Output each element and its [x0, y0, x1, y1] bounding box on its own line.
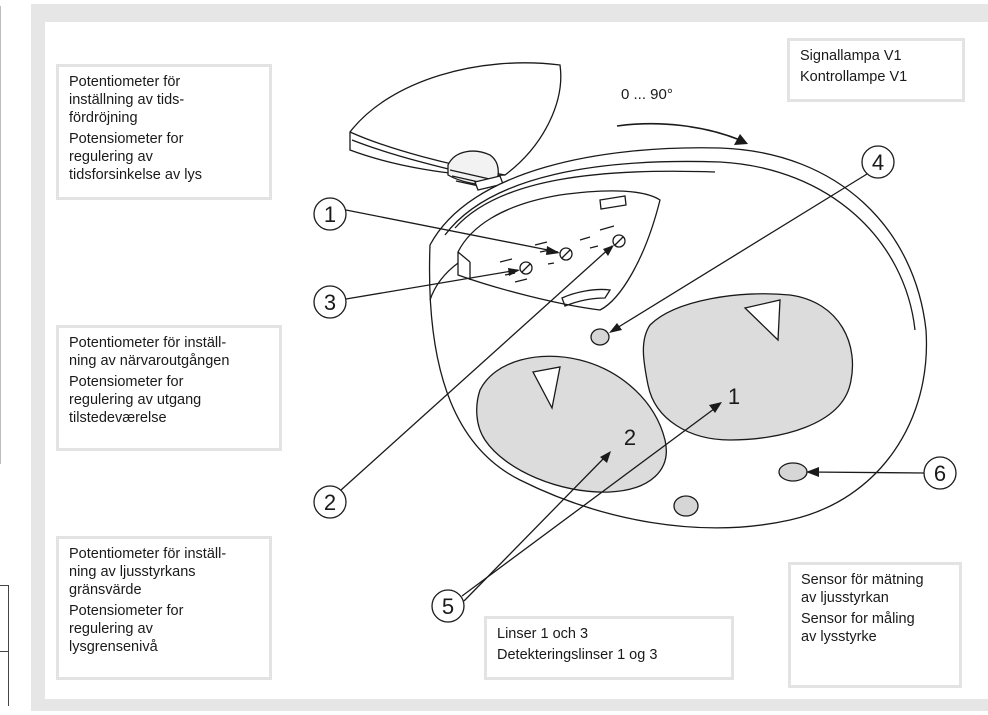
- callout-4: 4: [872, 150, 884, 175]
- lens-number-1: 1: [728, 384, 740, 409]
- label-presence-sv: Potentiometer för inställ- ning av närva…: [69, 335, 230, 369]
- pot-slot: [561, 288, 612, 307]
- page-margin-table-rule: [0, 651, 8, 652]
- leader-3: [345, 269, 519, 300]
- label-delay-no: Potensiometer for regulering av tidsfors…: [69, 131, 202, 183]
- leader-1: [345, 209, 559, 253]
- pot-delay: [559, 247, 573, 261]
- lens-number-2: 2: [624, 425, 636, 450]
- callout-3: 3: [324, 290, 336, 315]
- callout-circle-3: [313, 285, 347, 319]
- dome-rim-2: [454, 170, 716, 229]
- leader-5b: [463, 455, 607, 602]
- lens-2-reflection: [532, 366, 561, 410]
- label-delay-sv: Potentiometer för inställning av tids- f…: [69, 74, 185, 126]
- label-light-potentiometer: Potentiometer för inställ- ning av ljuss…: [56, 536, 272, 680]
- callout-6: 6: [934, 461, 946, 486]
- label-lamp-sv: Signallampa V1: [800, 48, 902, 64]
- callout-circle-4: [861, 145, 895, 179]
- pot-light: [612, 234, 626, 248]
- pot-presence: [519, 261, 533, 275]
- cover-lens-bump: [447, 150, 499, 186]
- label-light-no: Potensiometer for regulering av lysgrens…: [69, 603, 184, 655]
- label-presence-potentiometer: Potentiometer för inställ- ning av närva…: [56, 325, 282, 451]
- label-sensor-sv: Sensor för mätning av ljusstyrkan: [801, 572, 924, 606]
- lens-1: [642, 293, 854, 441]
- leader-5a: [461, 405, 719, 597]
- label-lamp-no: Kontrollampe V1: [800, 69, 908, 85]
- callout-5: 5: [442, 594, 454, 619]
- lower-eye: [673, 495, 699, 517]
- cover-shell: [349, 62, 562, 177]
- control-opening: [457, 190, 661, 311]
- rotation-arrow: [616, 122, 741, 141]
- dome-rim-1: [444, 160, 916, 331]
- callout-2: 2: [324, 490, 336, 515]
- label-presence-no: Potensiometer for regulering av utgang t…: [69, 374, 202, 426]
- signal-lamp: [590, 328, 610, 346]
- page-margin-rule: [0, 6, 1, 464]
- page-margin-table-edge: [0, 585, 9, 706]
- callout-circle-2: [313, 485, 347, 519]
- leader-6: [807, 471, 925, 474]
- label-light-sensor: Sensor för mätning av ljusstyrkan Sensor…: [788, 562, 962, 688]
- label-delay-potentiometer: Potentiometer för inställning av tids- f…: [56, 64, 272, 200]
- callout-circle-1: [313, 197, 347, 231]
- callout-circle-5: [431, 589, 465, 623]
- leader-2: [340, 245, 613, 491]
- label-lenses: Linser 1 och 3 Detekteringslinser 1 og 3: [484, 616, 734, 680]
- label-lenses-no: Detekteringslinser 1 og 3: [497, 647, 658, 663]
- callout-1: 1: [324, 202, 336, 227]
- label-signal-lamp: Signallampa V1 Kontrollampe V1: [787, 38, 965, 102]
- lens-2: [476, 355, 667, 493]
- label-sensor-no: Sensor for måling av lysstyrke: [801, 611, 915, 645]
- leader-4: [611, 173, 868, 332]
- lens-1-reflection: [743, 299, 781, 342]
- label-lenses-sv: Linser 1 och 3: [497, 626, 589, 642]
- label-light-sv: Potentiometer för inställ- ning av ljuss…: [69, 546, 227, 598]
- light-sensor: [778, 462, 808, 482]
- rotation-range: 0 ... 90°: [621, 86, 673, 103]
